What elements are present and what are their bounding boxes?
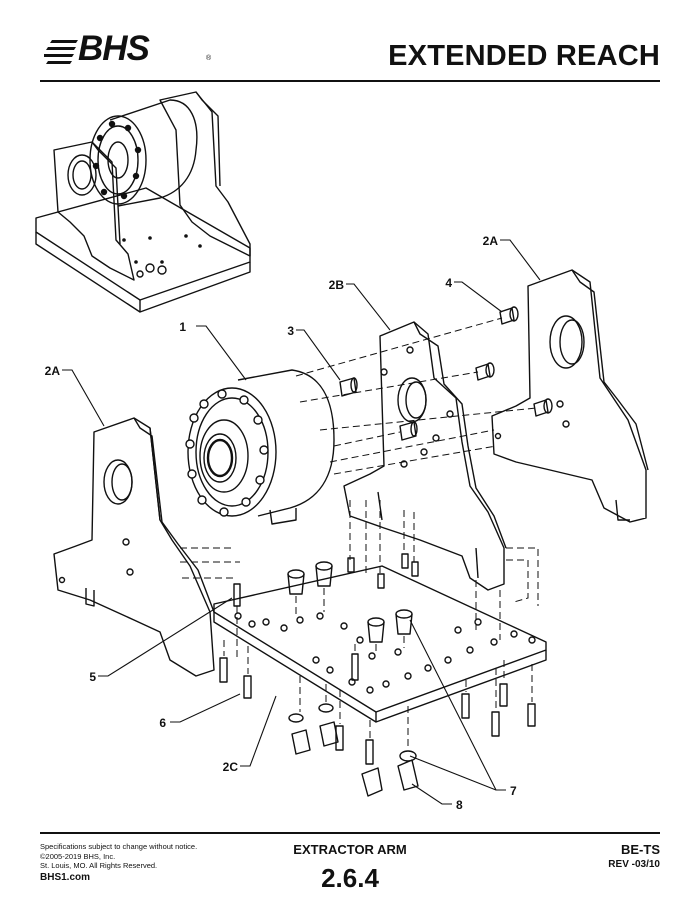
bhs-logo xyxy=(44,40,78,64)
footer-legal: Specifications subject to change without… xyxy=(40,842,197,882)
section-number: 2.6.4 xyxy=(321,863,379,893)
cap-screws xyxy=(219,553,536,765)
assembly-lines xyxy=(180,317,539,750)
base-plate-2c xyxy=(213,565,547,723)
callout-2b: 2B xyxy=(329,278,345,292)
footer-doc-info: BE-TS REV -03/10 xyxy=(608,842,660,870)
callout-5: 5 xyxy=(89,670,96,684)
registered-mark: ® xyxy=(206,55,212,62)
address-text: St. Louis, MO. All Rights Reserved. xyxy=(40,861,158,870)
callout-1: 1 xyxy=(179,320,186,334)
assembled-view xyxy=(35,91,251,313)
disclaimer-text: Specifications subject to change without… xyxy=(40,842,198,851)
callout-3: 3 xyxy=(287,324,294,338)
right-bracket-2a xyxy=(491,269,649,523)
center-bracket-2b xyxy=(343,321,507,591)
callout-6: 6 xyxy=(159,716,166,730)
callout-8: 8 xyxy=(456,798,463,812)
leader-lines xyxy=(62,239,541,805)
page-title: EXTENDED REACH xyxy=(388,40,660,72)
callout-7: 7 xyxy=(510,784,517,798)
document-code: BE-TS xyxy=(621,842,660,857)
revision-label: REV -03/10 xyxy=(608,859,660,870)
elbow-fittings-8 xyxy=(291,721,419,797)
bushings-7 xyxy=(287,561,417,762)
header-rule xyxy=(40,80,660,82)
callout-2c: 2C xyxy=(223,760,239,774)
exploded-parts-diagram: 1 2A 2A 2B 2C 3 4 5 6 7 8 xyxy=(35,91,649,812)
callout-4: 4 xyxy=(445,276,452,290)
footer-section: EXTRACTOR ARM 2.6.4 xyxy=(250,842,450,894)
logo-text: BHS xyxy=(78,29,150,68)
section-name: EXTRACTOR ARM xyxy=(293,842,407,857)
footer-rule xyxy=(40,832,660,834)
bolts-4 xyxy=(475,306,553,417)
callout-2a-left: 2A xyxy=(45,364,61,378)
dowel-pins-3 xyxy=(339,377,418,441)
page-header: BHS ® EXTENDED REACH xyxy=(0,0,700,90)
website-link[interactable]: BHS1.com xyxy=(40,871,91,883)
callout-2a-right: 2A xyxy=(483,234,499,248)
motor-1 xyxy=(185,369,335,525)
left-bracket-2a xyxy=(53,417,215,677)
copyright-text: ©2005-2019 BHS, Inc. xyxy=(40,851,116,861)
